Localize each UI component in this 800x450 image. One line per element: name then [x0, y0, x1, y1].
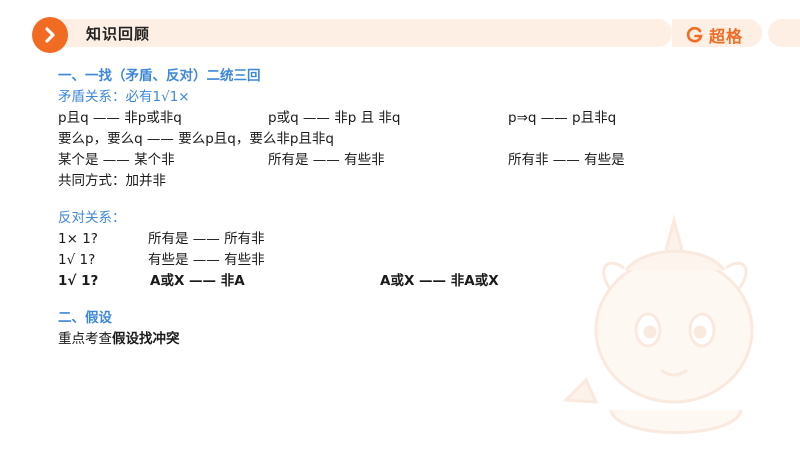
list-item: p且q —— 非p或非q p或q —— 非p 且 非q p⇒q —— p且非q	[58, 108, 758, 129]
rule-text: 有些是 —— 有些非	[148, 252, 265, 268]
section1-heading: 一、一找（矛盾、反对）二统三回	[58, 68, 261, 84]
rule-text: 要么p，要么q —— 要么p且q，要么非p且非q	[58, 131, 334, 147]
rule-text: p且q —— 非p或非q	[58, 110, 182, 126]
rule-text: 所有非 —— 有些是	[508, 152, 625, 168]
list-item: 1× 1? 所有是 —— 所有非	[58, 229, 758, 250]
list-item: 共同方式：加并非	[58, 171, 758, 192]
hypothesis-emphasis: 假设找冲突	[112, 331, 180, 347]
rule-text: 所有是 —— 有些非	[268, 152, 385, 168]
header-bar-right	[768, 19, 800, 47]
section2-heading: 二、假设	[58, 310, 112, 326]
mascot-watermark-icon	[562, 214, 754, 434]
page-title: 知识回顾	[86, 25, 151, 43]
content-area: 一、一找（矛盾、反对）二统三回 矛盾关系：必有1√1× p且q —— 非p或非q…	[58, 66, 758, 350]
list-item: 1√ 1? A或X —— 非A A或X —— 非A或X	[58, 271, 758, 292]
rule-text: p⇒q —— p且非q	[508, 110, 617, 126]
rule-text: 共同方式：加并非	[58, 173, 166, 189]
contradiction-label: 矛盾关系：必有1√1×	[58, 89, 190, 105]
list-item: 1√ 1? 有些是 —— 有些非	[58, 250, 758, 271]
hypothesis-prefix: 重点考查	[58, 331, 112, 347]
rule-text: 某个是 —— 某个非	[58, 152, 175, 168]
rule-text: 1× 1?	[58, 231, 98, 247]
rule-text: A或X —— 非A	[150, 273, 245, 289]
rule-text: 1√ 1?	[58, 252, 96, 268]
header-badge	[32, 17, 68, 53]
chevron-right-icon	[45, 27, 55, 43]
rule-text: p或q —— 非p 且 非q	[268, 110, 401, 126]
brand-name: 超格	[709, 27, 744, 46]
rule-text: 所有是 —— 所有非	[148, 231, 265, 247]
rule-text: 1√ 1?	[58, 273, 99, 289]
contrary-label: 反对关系：	[58, 210, 126, 226]
list-item: 某个是 —— 某个非 所有是 —— 有些非 所有非 —— 有些是	[58, 150, 758, 171]
list-item: 重点考查假设找冲突	[58, 329, 758, 350]
brand-logo: 超格	[686, 23, 743, 47]
header-bar	[44, 19, 672, 47]
brand-g-icon	[686, 26, 703, 43]
rule-text: A或X —— 非A或X	[380, 273, 499, 289]
list-item: 要么p，要么q —— 要么p且q，要么非p且非q	[58, 129, 758, 150]
